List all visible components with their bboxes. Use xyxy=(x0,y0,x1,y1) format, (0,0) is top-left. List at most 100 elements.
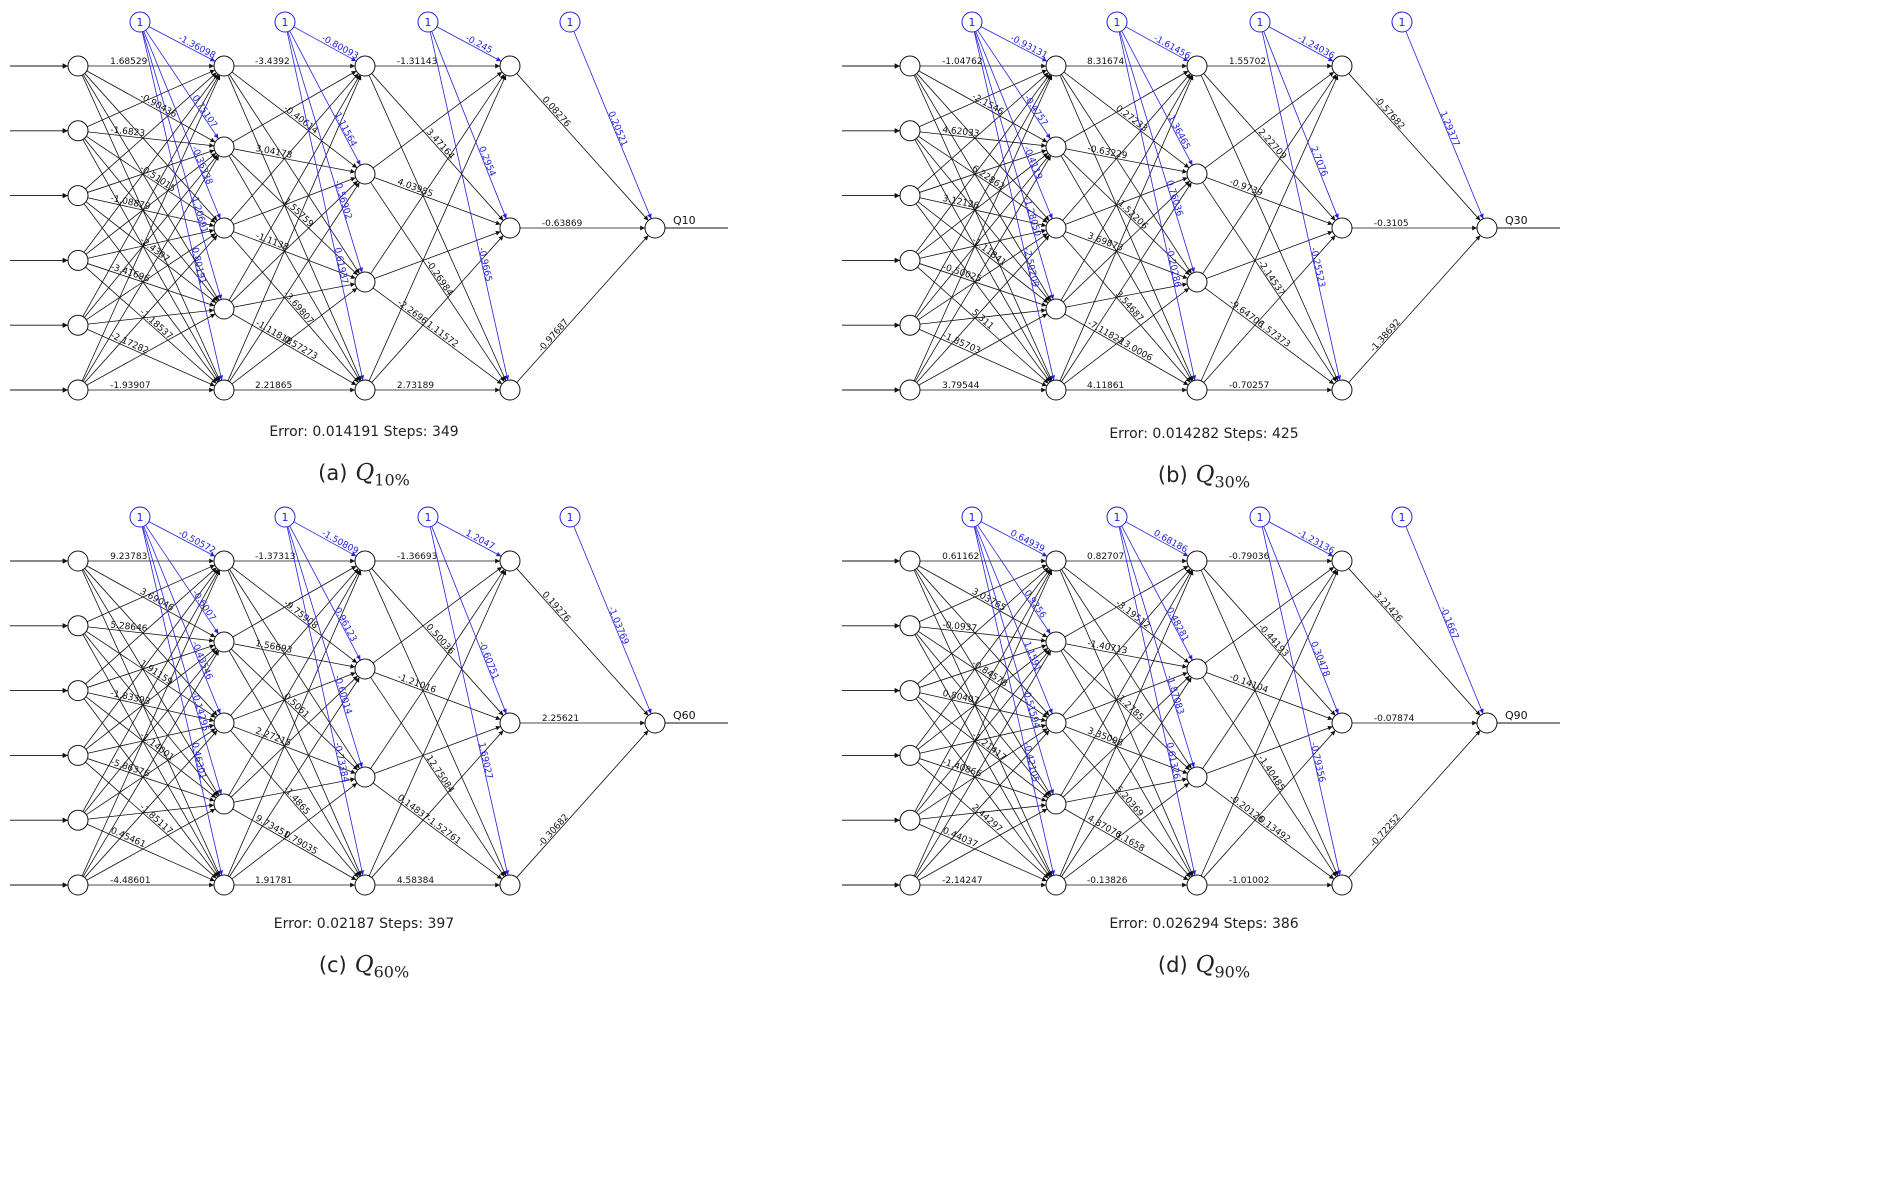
weight-edge xyxy=(919,228,1047,259)
weight-edge xyxy=(919,131,1047,148)
weight-label: -13.0006 xyxy=(1114,335,1154,364)
weight-edge xyxy=(1060,650,1193,877)
weight-label: 0.57273 xyxy=(282,335,319,362)
weight-edge xyxy=(1202,74,1337,274)
weight-edge xyxy=(233,231,356,279)
weight-edge xyxy=(86,823,216,882)
bias-weight-label: -0.4757 xyxy=(1022,94,1050,128)
weight-label: 8.31674 xyxy=(1087,57,1124,67)
neuron-node xyxy=(644,217,666,239)
neuron-node xyxy=(899,550,921,572)
bias-edge xyxy=(1119,31,1195,273)
weight-label: 2.73189 xyxy=(397,381,434,391)
weight-edge xyxy=(917,201,1049,304)
bias-edge xyxy=(145,30,219,139)
panel-caption: (b)Q30% xyxy=(984,462,1424,492)
weight-edge xyxy=(1348,568,1481,716)
weight-edge xyxy=(233,148,356,174)
weight-label: -2.14247 xyxy=(942,876,982,886)
bias-weight-label: -0.93131 xyxy=(1008,34,1048,62)
bias-node-label: 1 xyxy=(969,511,976,524)
caption-subscript: 60% xyxy=(373,962,410,982)
bias-weight-label: 0.48281 xyxy=(1164,606,1190,644)
bias-node-label: 1 xyxy=(567,511,574,524)
neuron-node xyxy=(213,136,235,158)
weight-edge xyxy=(915,698,1051,878)
weight-label: -1.85703 xyxy=(941,331,982,357)
weight-label: -0.40614 xyxy=(281,104,319,137)
caption-symbol: Q xyxy=(1195,462,1215,488)
weight-edge xyxy=(916,568,1050,716)
caption-label: (d) xyxy=(1157,953,1188,977)
panel-q10: 1.68529-1.6823-1.08879-3.41696-2.17282-1… xyxy=(0,0,942,590)
bias-node-label: 1 xyxy=(567,16,574,29)
weight-label: -0.84578 xyxy=(970,659,1009,690)
weight-label: 0.14837 xyxy=(395,793,431,823)
weight-edge xyxy=(85,266,217,384)
weight-edge xyxy=(917,72,1049,190)
weight-edge xyxy=(1063,782,1190,880)
weight-edge xyxy=(82,569,220,796)
weight-edge xyxy=(1206,672,1333,721)
weight-edge xyxy=(374,725,501,774)
bias-weight-label: -1.24036 xyxy=(1295,34,1336,62)
neuron-node xyxy=(499,217,521,239)
caption-label: (b) xyxy=(1157,463,1188,487)
panel-caption: (d)Q90% xyxy=(984,952,1424,982)
weight-edge xyxy=(82,155,220,382)
weight-edge xyxy=(1061,182,1192,382)
neuron-node xyxy=(899,379,921,401)
weight-edge xyxy=(85,567,217,685)
weight-edge xyxy=(231,71,358,169)
bias-edge xyxy=(436,521,502,557)
weight-edge xyxy=(914,569,1052,796)
bias-edge xyxy=(1119,526,1195,768)
bias-node-label: 1 xyxy=(425,511,432,524)
weight-edge xyxy=(1059,75,1194,381)
bias-node xyxy=(417,11,439,33)
weight-edge xyxy=(233,777,356,803)
neuron-node xyxy=(213,217,235,239)
neuron-node xyxy=(1186,550,1208,572)
bias-weight-label: -0.245 xyxy=(463,34,493,57)
caption-label: (a) xyxy=(318,461,348,485)
weight-label: -1.2785 xyxy=(1113,692,1145,723)
weight-edge xyxy=(81,74,221,382)
weight-edge xyxy=(227,75,362,381)
weight-edge xyxy=(84,154,218,318)
bias-weight-label: -1.36465 xyxy=(1164,111,1192,151)
weight-label: -0.50025 xyxy=(941,262,983,284)
weight-label: -0.63229 xyxy=(1086,144,1128,161)
bias-edge xyxy=(1268,26,1334,62)
weight-edge xyxy=(914,569,1052,812)
bias-edge xyxy=(431,31,507,219)
weight-label: 0.61162 xyxy=(942,552,979,562)
neuron-node xyxy=(899,615,921,637)
neuron-node xyxy=(213,712,235,734)
weight-edge xyxy=(229,182,360,382)
weight-label: -0.13826 xyxy=(1087,876,1128,886)
weight-label: 4.58384 xyxy=(397,876,434,886)
bias-weight-label: -0.25523 xyxy=(1308,247,1327,289)
bias-node xyxy=(129,11,151,33)
weight-label: -0.3105 xyxy=(1374,219,1409,229)
weight-edge xyxy=(86,313,216,386)
weight-edge xyxy=(82,634,220,877)
bias-node-label: 1 xyxy=(137,16,144,29)
weight-edge xyxy=(229,677,360,877)
bias-node xyxy=(1249,506,1271,528)
neuron-node xyxy=(67,874,89,896)
weight-edge xyxy=(84,73,218,221)
bias-weight-label: 1.20691 xyxy=(189,196,209,235)
weight-edge xyxy=(918,70,1048,143)
weight-edge xyxy=(372,566,503,664)
bias-edge xyxy=(980,26,1048,62)
weight-label: 1.56693 xyxy=(254,639,292,656)
weight-label: 3.12126 xyxy=(941,194,980,212)
weight-edge xyxy=(84,633,218,797)
bias-node-label: 1 xyxy=(282,16,289,29)
weight-label: -0.72252 xyxy=(1369,813,1403,850)
weight-edge xyxy=(374,177,501,226)
weight-edge xyxy=(82,650,220,877)
